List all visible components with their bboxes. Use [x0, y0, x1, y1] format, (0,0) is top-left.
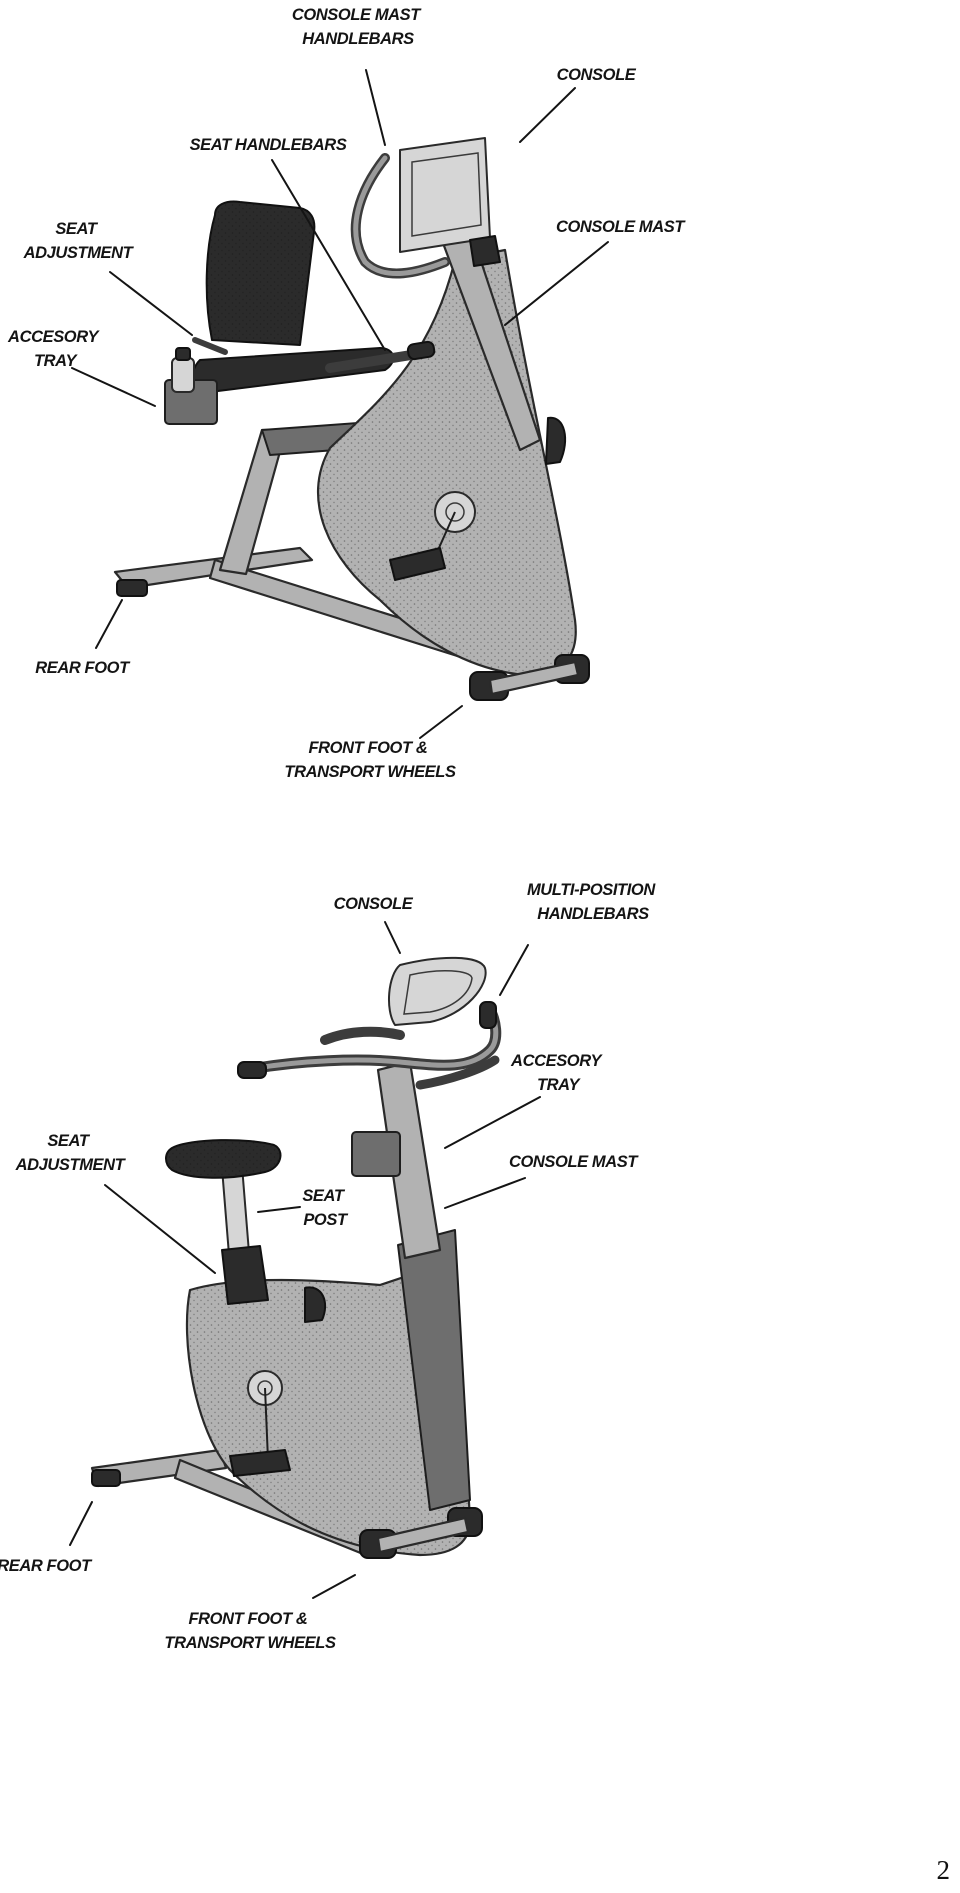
recumbent-rear-foot-cap: [116, 579, 148, 597]
upright-console: [388, 956, 487, 1026]
leader-upright-accessory-tray: [444, 1096, 541, 1149]
callout-seat-handlebars: SEAT HANDLEBARS: [190, 136, 347, 154]
upright-crank-arm: [264, 1387, 269, 1461]
callout-upright-seat-adjustment: SEAT ADJUSTMENT: [15, 1132, 127, 1174]
leader-upright-console: [384, 921, 401, 954]
upright-accessory-tray: [351, 1131, 401, 1177]
upright-handlebar-grip-right: [479, 1001, 497, 1029]
leader-upright-console-mast: [444, 1177, 526, 1209]
leader-seat-handlebars: [271, 159, 386, 351]
leader-front-foot: [419, 705, 463, 739]
recumbent-callouts: CONSOLE MAST HANDLEBARS CONSOLE SEAT HAN…: [7, 6, 687, 781]
callout-upright-console: CONSOLE: [334, 895, 414, 913]
leader-rear-foot: [95, 599, 123, 649]
upright-side-grip: [304, 1286, 327, 1323]
leader-upright-seat-adjustment: [104, 1184, 216, 1274]
upright-pedal: [229, 1449, 291, 1477]
callout-console-mast-handlebars: CONSOLE MAST HANDLEBARS: [292, 6, 424, 48]
callout-upright-seat-post: SEAT POST: [302, 1187, 349, 1229]
upright-bike-illustration: [90, 956, 502, 1559]
leader-console-mast: [504, 241, 609, 326]
recumbent-console-screen: [411, 152, 482, 237]
upright-seat-clamp: [221, 1245, 269, 1305]
recumbent-console: [399, 137, 491, 253]
upright-callouts: CONSOLE MULTI-POSITION HANDLEBARS ACCESO…: [0, 881, 659, 1652]
upright-rear-foot-cap: [91, 1469, 121, 1487]
upright-front-foot: [376, 1516, 470, 1554]
upright-leader-lines: [69, 921, 541, 1599]
recumbent-side-grip: [545, 416, 567, 465]
recumbent-pedal: [389, 547, 446, 581]
leader-upright-rear-foot: [69, 1501, 93, 1546]
callout-console: CONSOLE: [557, 66, 637, 84]
recumbent-seat-handlebar-grip: [406, 340, 436, 361]
leader-seat-adjustment: [109, 271, 193, 336]
recumbent-seat-adjustment-lever: [192, 337, 228, 355]
leader-console: [519, 87, 576, 143]
upright-handlebar-highlight: [242, 1007, 499, 1073]
callout-console-mast: CONSOLE MAST: [556, 218, 686, 236]
callout-upright-rear-foot: REAR FOOT: [0, 1557, 93, 1575]
recumbent-seat-cushion: [191, 347, 395, 393]
recumbent-crank-center: [445, 502, 465, 522]
recumbent-front-foot: [488, 660, 580, 696]
upright-console-screen: [403, 969, 473, 1015]
leader-upright-handlebars: [499, 944, 529, 996]
upright-handlebar-grip-left: [237, 1061, 267, 1079]
callout-upright-accessory-tray: ACCESORY TRAY: [510, 1052, 605, 1094]
upright-seat-texture: [166, 1140, 281, 1178]
callout-upright-handlebars: MULTI-POSITION HANDLEBARS: [527, 881, 659, 923]
recumbent-seat-back-texture: [206, 201, 315, 345]
callout-upright-front-foot: FRONT FOOT & TRANSPORT WHEELS: [164, 1610, 336, 1652]
leader-upright-front-foot: [312, 1574, 356, 1599]
recumbent-water-bottle: [171, 357, 195, 393]
callout-accessory-tray: ACCESORY TRAY: [7, 328, 102, 370]
page-number: 2: [936, 1855, 951, 1885]
callout-upright-console-mast: CONSOLE MAST: [509, 1153, 639, 1171]
upright-handlebar-upper: [320, 1026, 405, 1045]
callout-front-foot: FRONT FOOT & TRANSPORT WHEELS: [284, 739, 456, 781]
leader-console-mast-handlebars: [365, 69, 386, 146]
leader-accessory-tray: [71, 367, 156, 407]
recumbent-mast-handlebar-highlight: [353, 155, 448, 277]
recumbent-leader-lines: [71, 69, 609, 739]
upright-body-texture: [186, 1260, 471, 1555]
recumbent-bottle-cap: [175, 347, 191, 361]
recumbent-bike-illustration: [113, 137, 590, 701]
leader-upright-seat-post: [257, 1206, 301, 1213]
callout-seat-adjustment: SEAT ADJUSTMENT: [23, 220, 135, 262]
recumbent-console-bracket: [469, 235, 501, 267]
upright-handlebar-lower: [415, 1055, 500, 1090]
callout-rear-foot: REAR FOOT: [35, 659, 131, 677]
